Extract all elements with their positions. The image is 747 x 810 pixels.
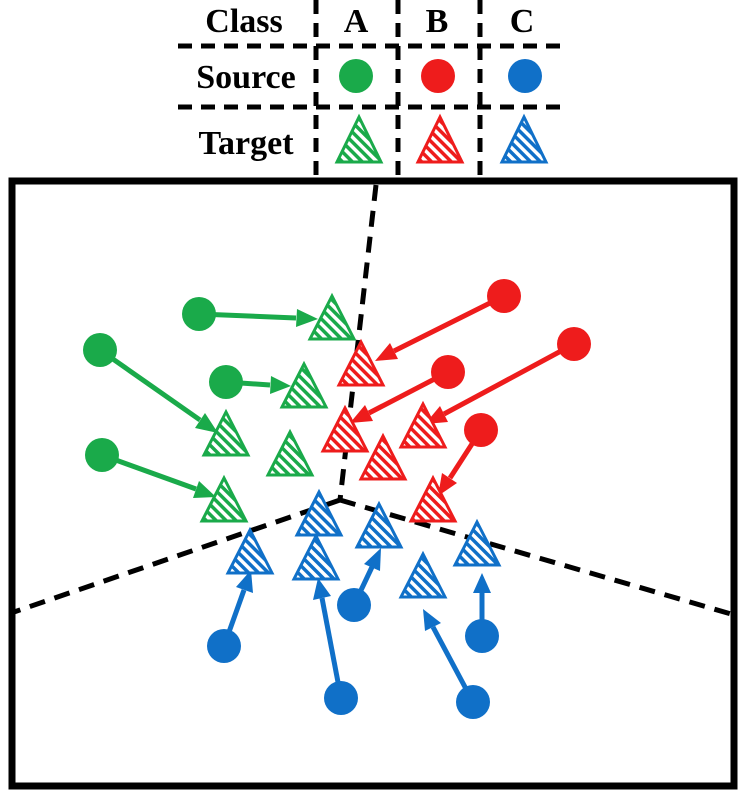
source-c-icon: [207, 629, 241, 663]
legend-source-a-icon: [339, 59, 373, 93]
source-a-icon: [83, 333, 117, 367]
source-b-icon: [487, 279, 521, 313]
decision-boundary-a-b: [337, 184, 379, 501]
target-b-icon: [358, 432, 408, 481]
arrowhead-a: [296, 309, 318, 327]
target-c-icon: [354, 500, 404, 549]
target-a-icon: [265, 428, 315, 477]
arrowhead-b: [438, 473, 457, 496]
legend-class-b-label: B: [426, 3, 449, 40]
legend-class-a-label: A: [344, 3, 369, 40]
legend-header-label: Class: [205, 3, 282, 40]
source-b-icon: [557, 327, 591, 361]
decision-boundaries: [13, 184, 732, 617]
source-b-icon: [431, 355, 465, 389]
legend-target-a-icon: [334, 113, 384, 164]
arrowhead-a: [193, 481, 216, 498]
legend-source-b-icon: [421, 59, 455, 93]
arrow-b: [392, 293, 506, 354]
arrowhead-a: [270, 376, 291, 394]
arrowhead-c: [473, 573, 491, 593]
legend-target-label: Target: [198, 125, 294, 162]
arrowhead-a: [195, 413, 218, 433]
legend-target-c-icon: [499, 113, 549, 164]
arrowhead-c: [364, 548, 381, 571]
target-samples: [199, 292, 502, 599]
legend-target-b-icon: [415, 113, 465, 164]
source-samples: [83, 279, 591, 719]
source-c-icon: [465, 619, 499, 653]
arrowhead-c: [236, 570, 253, 593]
legend-source-c-icon: [508, 59, 542, 93]
feature-space-frame: [8, 177, 738, 790]
source-a-icon: [85, 438, 119, 472]
target-a-icon: [201, 408, 251, 457]
target-b-icon: [408, 474, 458, 523]
target-c-icon: [452, 518, 502, 567]
arrow-b: [442, 341, 576, 417]
legend: Class A B C Source Target: [178, 0, 562, 178]
target-b-icon: [320, 404, 370, 453]
target-c-icon: [398, 550, 448, 599]
arrowhead-c: [423, 609, 441, 631]
source-a-icon: [209, 365, 243, 399]
legend-source-label: Source: [196, 59, 295, 96]
source-c-icon: [337, 588, 371, 622]
target-c-icon: [291, 532, 341, 581]
target-a-icon: [307, 292, 357, 341]
arrowhead-b: [375, 343, 398, 361]
arrow-a: [98, 347, 202, 423]
legend-class-c-label: C: [510, 3, 535, 40]
arrowhead-b: [350, 405, 373, 423]
target-b-icon: [398, 400, 448, 449]
arrowhead-c: [313, 578, 331, 600]
source-c-icon: [324, 681, 358, 715]
decision-boundary-a-c: [13, 497, 341, 615]
target-a-icon: [279, 360, 329, 409]
target-a-icon: [199, 474, 249, 523]
target-b-icon: [336, 338, 386, 387]
source-b-icon: [464, 413, 498, 447]
decision-boundary-b-c: [339, 497, 732, 617]
target-c-icon: [225, 526, 275, 575]
source-c-icon: [456, 685, 490, 719]
source-a-icon: [182, 297, 216, 331]
target-c-icon: [294, 488, 344, 537]
